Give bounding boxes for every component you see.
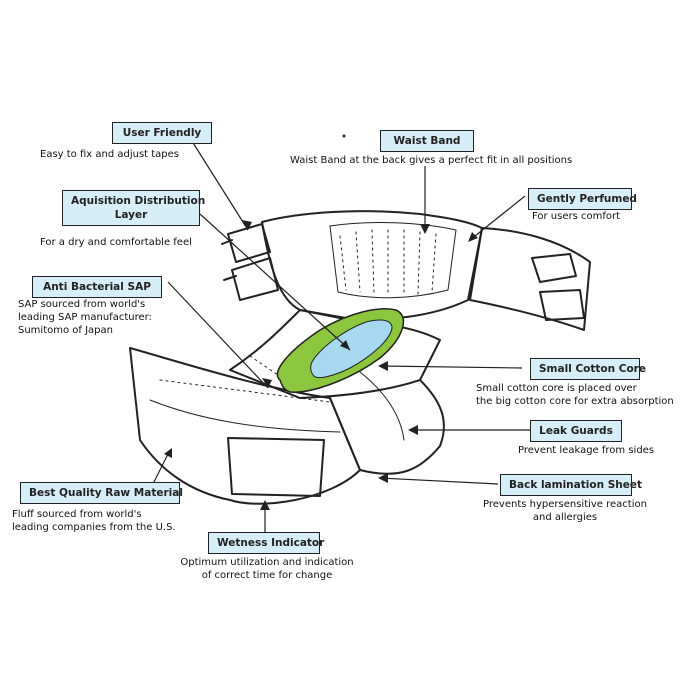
wetness-desc-line: of correct time for change (201, 570, 333, 581)
best-quality-desc-line: Fluff sourced from world's (12, 509, 142, 520)
core-blue-pad (310, 319, 393, 379)
user-friendly-desc: Easy to fix and adjust tapes (40, 148, 179, 161)
acquisition-title-line: Layer (114, 209, 148, 221)
acquisition-label: Aquisition Distribution Layer (62, 190, 206, 226)
diaper-inner (229, 309, 441, 399)
back-lamination-desc-line: Prevents hypersensitive reaction (483, 499, 647, 510)
leak-guards-desc-line: Prevent leakage from sides (518, 445, 655, 456)
small-cotton-core-desc: Small cotton core is placed over the big… (476, 382, 674, 408)
back-lamination-desc: Prevents hypersensitive reaction and all… (470, 498, 660, 524)
user-friendly-label: User Friendly (112, 122, 212, 144)
absorbent-core (276, 308, 405, 393)
gently-perfumed-desc: For users comfort (532, 210, 620, 223)
back-lamination-label: Back lamination Sheet (500, 474, 642, 496)
gently-perfumed-label: Gently Perfumed (528, 188, 637, 210)
best-quality-desc-line: leading companies from the U.S. (12, 522, 176, 533)
leader-user-friendly (189, 137, 249, 231)
anti-bacterial-desc-line: leading SAP manufacturer: (18, 312, 152, 323)
acquisition-desc: For a dry and comfortable feel (40, 236, 192, 249)
leader-back-lamination (379, 477, 499, 485)
anti-bacterial-desc-line: SAP sourced from world's (18, 299, 146, 310)
small-cotton-core-label: Small Cotton Core (530, 358, 646, 380)
front-panel (129, 347, 361, 505)
left-tape-upper (227, 223, 271, 263)
best-quality-desc: Fluff sourced from world's leading compa… (12, 508, 176, 534)
left-tape-lower (231, 257, 279, 301)
waist-band-desc: Waist Band at the back gives a perfect f… (290, 154, 572, 167)
leader-acquisition (199, 213, 351, 351)
right-tape-lower (539, 289, 585, 321)
wetness-desc: Optimum utilization and indication of co… (162, 556, 372, 582)
leader-gently-perfumed (469, 195, 526, 241)
acquisition-title-line: Aquisition Distribution (71, 195, 206, 207)
right-tape-upper (531, 253, 577, 283)
anti-bacterial-desc: SAP sourced from world's leading SAP man… (18, 298, 152, 337)
best-quality-label: Best Quality Raw Material (20, 482, 183, 504)
leader-anti-bacterial (167, 281, 269, 389)
wetness-desc-line: Optimum utilization and indication (180, 557, 354, 568)
anti-bacterial-desc-line: Sumitomo of Japan (18, 325, 113, 336)
small-cotton-core-desc-line: the big cotton core for extra absorption (476, 396, 674, 407)
leak-guard-side (329, 379, 445, 475)
anti-bacterial-label: Anti Bacterial SAP (32, 276, 162, 298)
gently-perfumed-desc-line: For users comfort (532, 211, 621, 222)
waist-band-desc-line: Waist Band at the back gives a perfect f… (290, 155, 573, 166)
small-cotton-core-desc-line: Small cotton core is placed over (476, 383, 637, 394)
front-pocket (227, 437, 325, 497)
waist-band-region (329, 222, 457, 299)
diaper-back-outline (261, 210, 483, 321)
wetness-label: Wetness Indicator (208, 532, 324, 554)
waist-band-label: Waist Band (380, 130, 474, 152)
back-lamination-desc-line: and allergies (532, 512, 598, 523)
leak-guards-desc: Prevent leakage from sides (518, 444, 654, 457)
leak-guards-label: Leak Guards (530, 420, 622, 442)
right-wing (469, 227, 591, 331)
leader-small-cotton-core (379, 365, 523, 369)
acquisition-desc-line: For a dry and comfortable feel (40, 237, 192, 248)
user-friendly-desc-line: Easy to fix and adjust tapes (40, 149, 180, 160)
